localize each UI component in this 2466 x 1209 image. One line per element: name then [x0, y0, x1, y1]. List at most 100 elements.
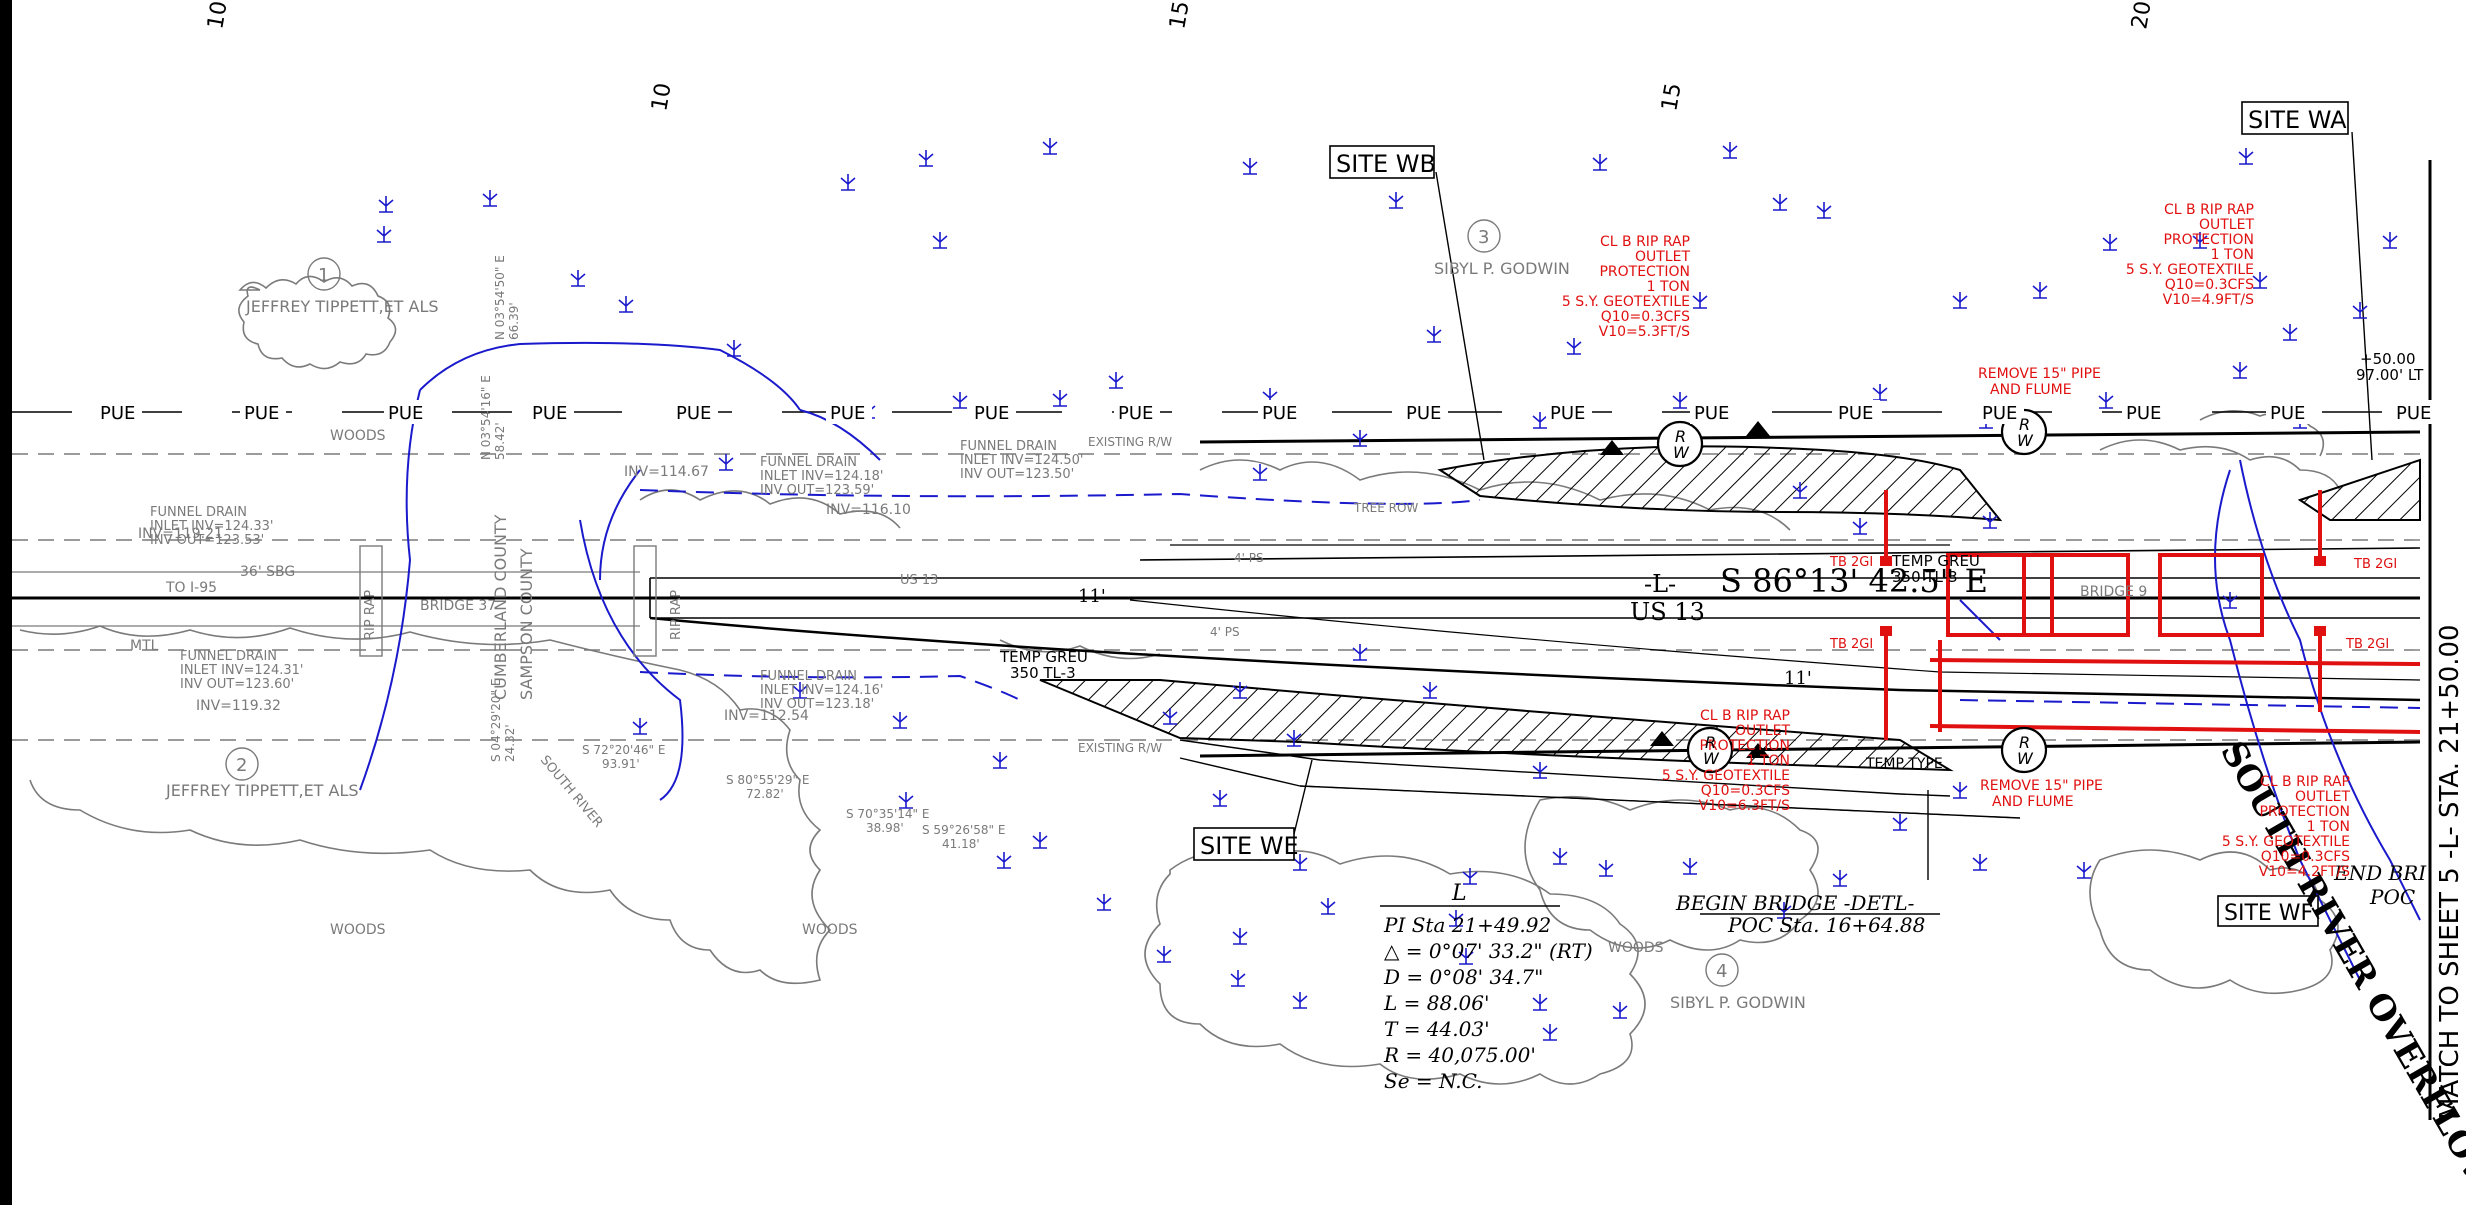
wetland-symbol	[1320, 898, 1336, 915]
tb2gi-anchors	[1880, 556, 2326, 636]
rw-letter: R	[2019, 733, 2030, 752]
wetland-symbol	[1532, 994, 1548, 1011]
curve-t: T = 44.03'	[1384, 1017, 1490, 1041]
bridge37-label: BRIDGE 37	[420, 598, 496, 614]
tb2gi-label: TB 2GI	[2345, 637, 2389, 652]
riprap-line: CL B RIP RAP	[2260, 774, 2350, 790]
site-tag-wb: SITE WB	[1336, 150, 1436, 178]
parcel-owner: JEFFREY TIPPETT,ET ALS	[245, 297, 439, 316]
begin-bridge-label: BEGIN BRIDGE -DETL-	[1675, 891, 1915, 915]
wetland-symbol	[1532, 762, 1548, 779]
wetland-symbol	[952, 392, 968, 409]
existing-rw-label: EXISTING R/W	[1088, 435, 1172, 449]
riprap-line: 5 S.Y. GEOTEXTILE	[2126, 262, 2254, 278]
wetland-symbol	[2352, 302, 2368, 319]
riprap-line: V10=5.3FT/S	[1599, 324, 1690, 340]
construction-limits	[1179, 739, 2021, 819]
curve-delta: △ = 0°07' 33.2" (RT)	[1384, 939, 1593, 963]
to-i95-label: TO I-95	[165, 580, 217, 596]
funnel-drain-line: INLET INV=124.50'	[960, 453, 1084, 468]
rw-letter: R	[1705, 733, 1716, 752]
text-layer: 10 15 20 10 15 SITE WB SITE WA SITE WE S…	[96, 0, 2466, 1201]
wetland-symbol	[1972, 854, 1988, 871]
tb2gi-label: TB 2GI	[2353, 557, 2397, 572]
wetland-symbol	[1156, 946, 1172, 963]
rip-rap-label: RIP RAP	[669, 590, 684, 640]
temp-type-label: TEMP TYPE	[1865, 756, 1943, 772]
wetland-symbol	[1212, 790, 1228, 807]
funnel-drain-line: FUNNEL DRAIN	[180, 649, 277, 664]
bearing-label: S 86°13' 42.5" E	[1720, 562, 1988, 600]
riprap-line: CL B RIP RAP	[1700, 708, 1790, 724]
curve-se: Se = N.C.	[1384, 1069, 1483, 1093]
wetland-symbol	[726, 340, 742, 357]
wetland-symbol	[482, 190, 498, 207]
wetland-symbol	[1692, 292, 1708, 309]
wetland-symbol	[1292, 854, 1308, 871]
woods-label: WOODS	[330, 428, 386, 444]
wetland-symbol	[932, 232, 948, 249]
wetland-symbol	[1232, 928, 1248, 945]
pue-label: PUE	[2270, 403, 2305, 424]
wetland-symbol	[1232, 682, 1248, 699]
funnel-drain-line: FUNNEL DRAIN	[960, 439, 1057, 454]
tb2gi-label: TB 2GI	[1829, 637, 1873, 652]
parcel-number: 2	[236, 755, 247, 776]
remove-pipe-line: REMOVE 15" PIPE	[1980, 778, 2103, 794]
tb2gi-label: TB 2GI	[1829, 555, 1873, 570]
wetland-symbol	[2032, 282, 2048, 299]
riprap-line: 5 S.Y. GEOTEXTILE	[1562, 294, 1690, 310]
station-tick: 10	[203, 0, 232, 31]
curve-l: L = 88.06'	[1383, 991, 1490, 1015]
funnel-drain-line: INLET INV=124.18'	[760, 469, 884, 484]
funnel-drain-line: FUNNEL DRAIN	[150, 505, 247, 520]
bearing-distance: 38.98'	[866, 821, 904, 835]
parcel-number: 4	[1716, 961, 1727, 982]
rw-markers	[1656, 408, 2048, 774]
curve-r: R = 40,075.00'	[1383, 1043, 1536, 1067]
parcel-number: 1	[318, 265, 329, 286]
rw-letter: W	[2017, 431, 2034, 450]
wetland-symbol	[1422, 682, 1438, 699]
pue-label: PUE	[2126, 403, 2161, 424]
wetland-symbol	[1776, 902, 1792, 919]
mtl-label: MTL	[130, 638, 159, 654]
existing-bridge-37	[359, 545, 657, 657]
bridge9-label: BRIDGE 9	[2080, 584, 2147, 600]
funnel-drain-line: INLET INV=124.33'	[150, 519, 274, 534]
wetland-symbol	[1292, 992, 1308, 1009]
curve-pi: PI Sta 21+49.92	[1383, 913, 1551, 937]
wetland-symbol	[376, 226, 392, 243]
inv-label: INV=119.21	[138, 526, 223, 542]
woods-label: WOODS	[330, 922, 386, 938]
wetland-symbol	[792, 682, 808, 699]
funnel-drain-line: FUNNEL DRAIN	[760, 455, 857, 470]
riprap-line: Q10=0.3CFS	[2261, 849, 2350, 865]
ps-label: 4' PS	[1234, 551, 1264, 565]
wetland-symbol	[1462, 868, 1478, 885]
wetland-symbol	[1612, 1002, 1628, 1019]
bearing-value: S 04°29'20" E	[489, 679, 503, 762]
temp-greu-label: TEMP GREU	[999, 648, 1088, 666]
station-tick: 15	[1165, 0, 1194, 31]
temp-greu-label: 350 TL-3	[1892, 568, 1958, 586]
riprap-line: 1 TON	[2307, 819, 2350, 835]
curve-title: L	[1451, 881, 1467, 906]
pue-label: PUE	[100, 403, 135, 424]
funnel-drain-line: INLET INV=124.31'	[180, 663, 304, 678]
wetland-symbol	[2252, 272, 2268, 289]
riprap-line: Q10=0.3CFS	[2165, 277, 2254, 293]
bearing-value: S 72°20'46" E	[582, 743, 665, 757]
us13-existing-label: US 13	[900, 573, 938, 588]
wetland-symbol	[1598, 860, 1614, 877]
wetland-symbol	[918, 150, 934, 167]
temp-greu-label: 350 TL-3	[1010, 664, 1076, 682]
wetland-symbol	[570, 270, 586, 287]
wetland-symbol	[892, 712, 908, 729]
bearing-distance: 72.82'	[746, 787, 784, 801]
funnel-drain-line: INV OUT=123.53'	[150, 533, 264, 548]
dim-label: 11'	[1784, 668, 1812, 689]
station-tick: 20	[2127, 0, 2156, 31]
line-label: -L-	[1644, 570, 1676, 598]
